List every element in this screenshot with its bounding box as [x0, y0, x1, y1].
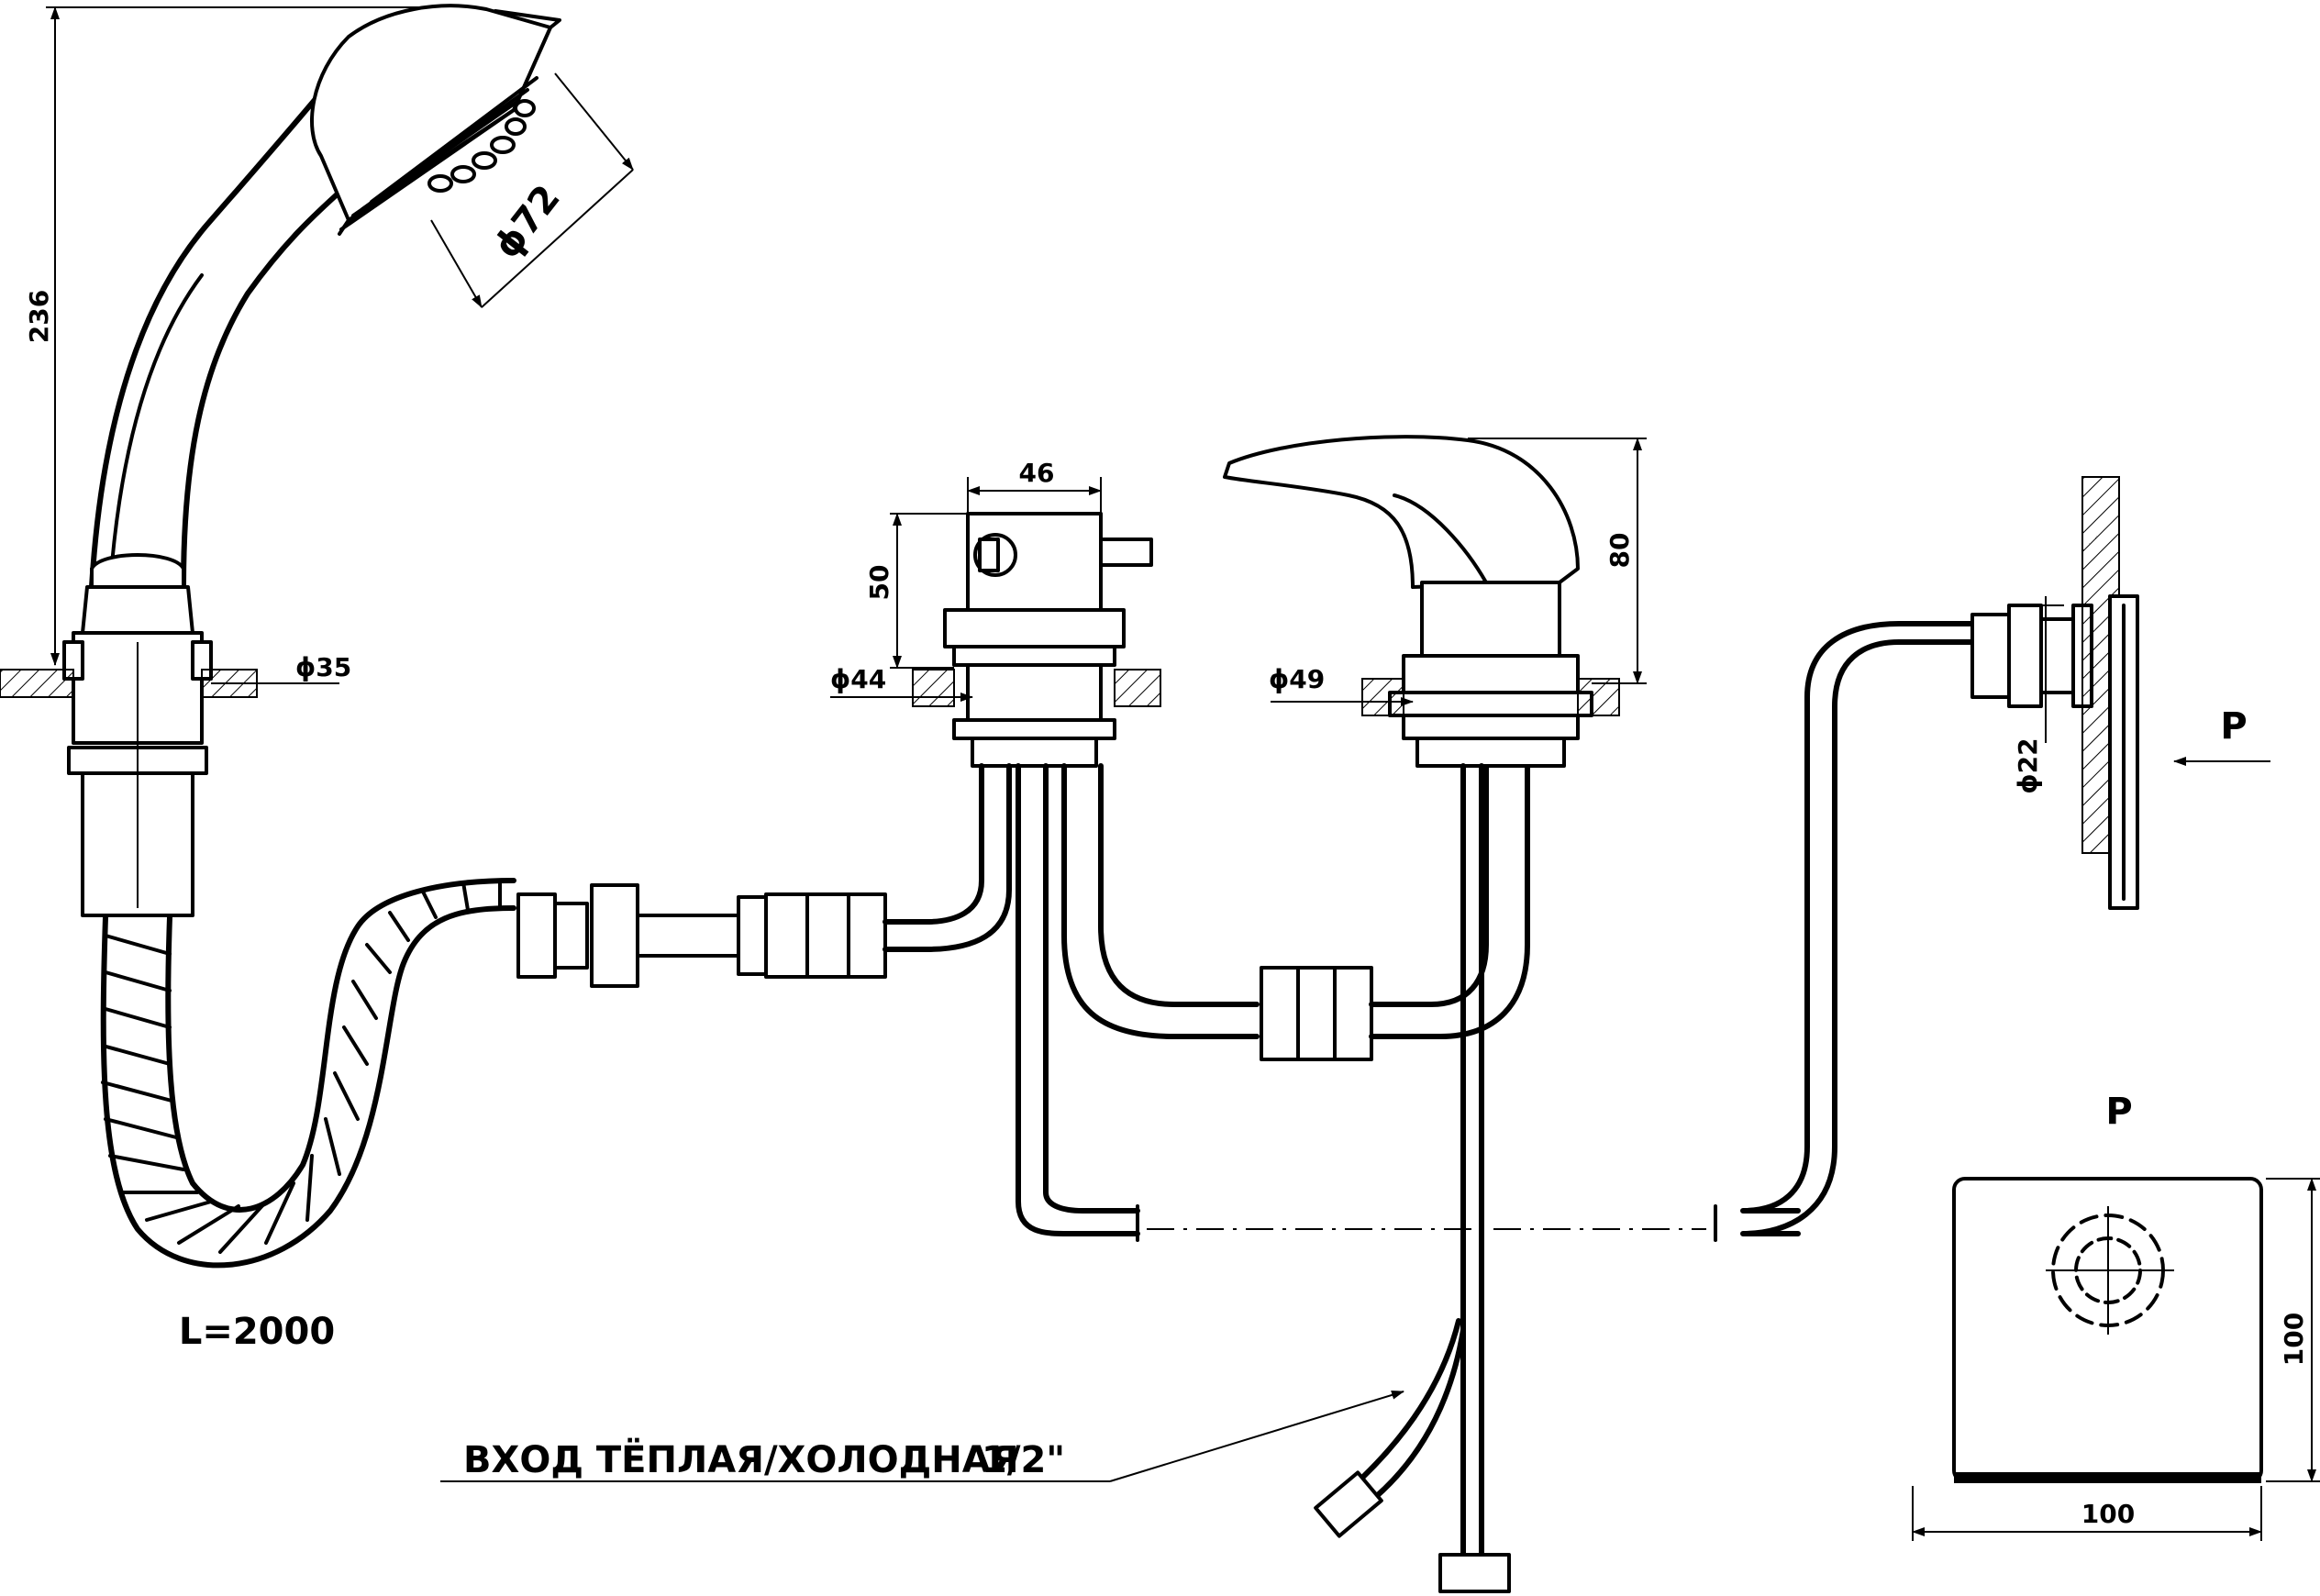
dim-mixer-base: ϕ49 — [1269, 664, 1325, 694]
hose-fittings — [516, 883, 887, 988]
shower-hose — [100, 878, 516, 1269]
dim-diverter-height: 50 — [864, 565, 894, 601]
dim-diverter-width: 46 — [1019, 458, 1055, 488]
inlet-size: 1/2" — [982, 1439, 1065, 1481]
dimension-lines — [46, 6, 2320, 1541]
dim-plate-height: 100 — [2279, 1313, 2309, 1366]
hose-length-label: L=2000 — [179, 1311, 335, 1353]
diverter — [912, 512, 1161, 768]
view-arrow-label: P — [2220, 705, 2247, 748]
shower-holes — [427, 99, 536, 193]
dim-head-diameter: ϕ72 — [486, 177, 569, 266]
dim-plate-width: 100 — [2081, 1499, 2135, 1529]
dim-diverter-base: ϕ44 — [830, 664, 886, 694]
mixer — [1223, 435, 1620, 1593]
diverter-pipes — [882, 763, 1530, 1242]
view-p-plate — [1952, 1177, 2263, 1483]
hand-shower — [0, 4, 561, 917]
dim-outlet-diameter: ϕ22 — [2013, 737, 2043, 793]
inlet-caption: ВХОД ТЁПЛАЯ/ХОЛОДНАЯ — [463, 1437, 1019, 1481]
view-title: P — [2105, 1091, 2132, 1133]
dim-mixer-height: 80 — [1604, 533, 1635, 569]
dim-shower-base: ϕ35 — [295, 652, 351, 682]
outlet — [1714, 476, 2139, 1242]
dim-handle-height: 236 — [24, 290, 54, 343]
